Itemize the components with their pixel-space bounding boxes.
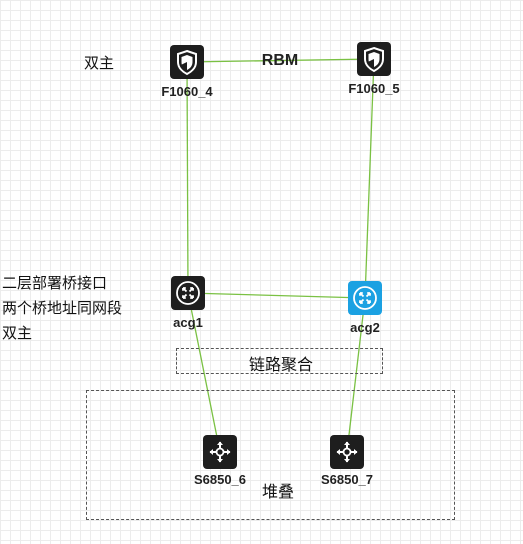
switch-icon xyxy=(336,441,358,463)
f1060-4-label: F1060_4 xyxy=(161,84,213,99)
switch-s6850-6-node[interactable] xyxy=(203,435,237,469)
link-aggregation-label: 链路聚合 xyxy=(249,355,314,374)
firewall-f1060-5-node[interactable] xyxy=(357,42,391,76)
acg1-label: acg1 xyxy=(173,315,203,330)
bridge-note-line3: 双主 xyxy=(2,324,33,342)
router-acg2-node[interactable] xyxy=(348,281,382,315)
s6850-7-label: S6850_7 xyxy=(320,472,374,487)
firewall-icon xyxy=(364,46,384,73)
rbm-link-label: RBM xyxy=(261,52,299,69)
bridge-note-line2: 两个桥地址同网段 xyxy=(2,299,123,317)
link-f1060-4-acg1 xyxy=(186,61,189,294)
router-icon xyxy=(353,286,377,310)
link-acg1-s6850-6 xyxy=(187,292,221,453)
link-acg1-acg2 xyxy=(187,292,366,299)
firewall-icon xyxy=(177,49,197,76)
acg2-label: acg2 xyxy=(350,320,380,335)
router-acg1-node[interactable] xyxy=(171,276,205,310)
link-acg2-s6850-7 xyxy=(346,297,366,453)
link-aggregation-box xyxy=(176,348,383,374)
dual-master-note-top: 双主 xyxy=(84,54,115,72)
router-icon xyxy=(176,281,200,305)
link-f1060-4-f1060-5 xyxy=(186,58,375,63)
stack-label: 堆叠 xyxy=(262,482,295,501)
switch-s6850-7-node[interactable] xyxy=(330,435,364,469)
firewall-f1060-4-node[interactable] xyxy=(170,45,204,79)
s6850-6-label: S6850_6 xyxy=(193,472,247,487)
f1060-5-label: F1060_5 xyxy=(348,81,400,96)
switch-icon xyxy=(209,441,231,463)
bridge-note-line1: 二层部署桥接口 xyxy=(2,274,108,292)
link-f1060-5-acg2 xyxy=(364,58,375,299)
stack-box xyxy=(86,390,455,520)
